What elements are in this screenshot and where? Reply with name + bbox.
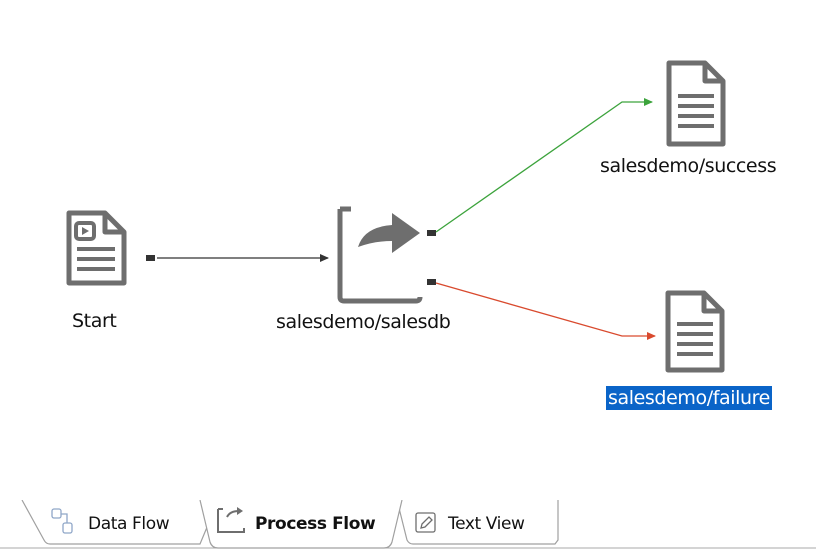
- start-output-port[interactable]: [146, 255, 155, 261]
- edges-layer: [157, 98, 656, 340]
- data-flow-icon: [51, 508, 73, 534]
- tab-process-flow[interactable]: Process Flow: [212, 502, 392, 544]
- tab-text-view[interactable]: Text View: [412, 504, 554, 542]
- salesdb-failure-port[interactable]: [427, 279, 436, 285]
- edge-salesdb-to-failure[interactable]: [435, 282, 656, 340]
- redirect-arrow-icon: [337, 206, 423, 304]
- view-tab-bar: Data Flow Process Flow Text View: [0, 500, 816, 550]
- document-icon: [665, 290, 725, 373]
- process-flow-icon: [217, 507, 245, 533]
- pencil-icon: [415, 512, 436, 533]
- node-start[interactable]: Start: [62, 210, 142, 335]
- start-document-icon: [66, 210, 127, 286]
- node-salesdb-label: salesdemo/salesdb: [276, 311, 451, 333]
- tab-process-flow-label: Process Flow: [255, 514, 376, 534]
- salesdb-success-port[interactable]: [427, 230, 436, 236]
- node-success[interactable]: salesdemo/success: [596, 60, 806, 185]
- node-salesdb[interactable]: salesdemo/salesdb: [276, 205, 476, 335]
- node-start-label: Start: [72, 310, 117, 332]
- document-icon: [666, 60, 726, 147]
- tab-text-view-label: Text View: [448, 514, 525, 534]
- tab-data-flow-label: Data Flow: [88, 514, 170, 534]
- process-flow-canvas[interactable]: Start salesdemo/salesdb salesdemo/succes…: [0, 0, 816, 500]
- tab-data-flow[interactable]: Data Flow: [48, 504, 198, 542]
- edge-salesdb-to-success[interactable]: [435, 98, 653, 233]
- node-failure[interactable]: salesdemo/failure: [606, 290, 806, 415]
- node-failure-label: salesdemo/failure: [606, 386, 772, 410]
- node-success-label: salesdemo/success: [600, 155, 777, 177]
